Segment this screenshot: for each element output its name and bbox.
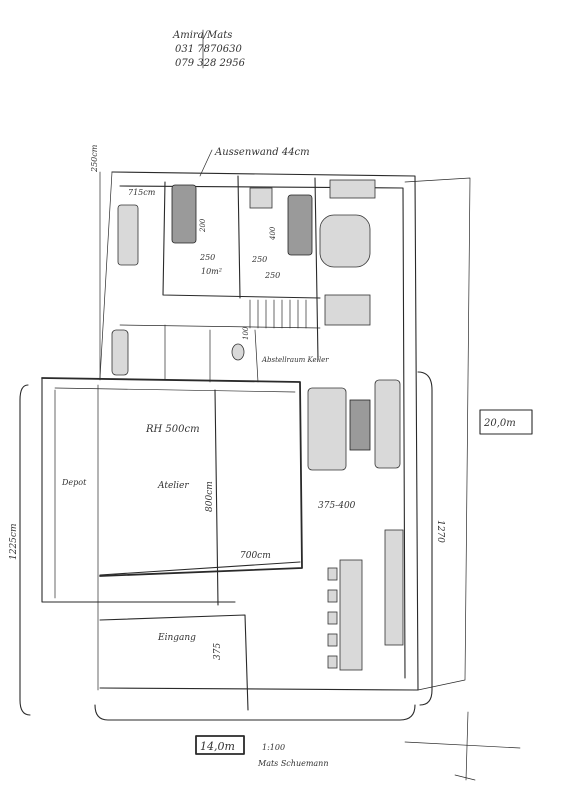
- toilet: [231, 343, 245, 361]
- wall-room-divider: [237, 175, 241, 299]
- desk-room2: [249, 187, 273, 209]
- bathtub: [111, 329, 129, 376]
- dim-700: 700cm: [240, 551, 271, 561]
- atelier-label: Atelier: [157, 481, 189, 491]
- header-line-2: 031 7870630: [175, 44, 242, 55]
- scale-label: 1:100: [262, 743, 285, 752]
- dim-14m-box: [195, 735, 245, 755]
- dim-top-left: 250cm: [90, 144, 99, 173]
- dim-800: 800cm: [205, 481, 215, 512]
- dining-table: [339, 559, 363, 671]
- room1-area: 10m²: [201, 267, 222, 276]
- coffee-table: [349, 399, 371, 451]
- room2-dim-c: 250: [264, 271, 280, 280]
- table-round: [319, 214, 371, 268]
- building-outline-outer: [99, 171, 419, 691]
- wall-right-rooms: [314, 177, 319, 361]
- building-outline-inner: [119, 185, 406, 679]
- dim-20m: 20,0m: [483, 418, 516, 429]
- atelier-outline: [41, 377, 303, 577]
- sofa-left: [307, 387, 347, 471]
- wall-corridor: [119, 324, 321, 329]
- header-line-1: Amira/Mats: [172, 30, 232, 41]
- entrance-outline: [99, 614, 249, 711]
- terrace-outline: [404, 177, 471, 691]
- atelier-left-wall: [41, 377, 236, 603]
- wall-room1: [162, 181, 321, 299]
- storage-label: Abstellraum Keller: [261, 356, 329, 364]
- bed-room2: [287, 194, 313, 256]
- label-outer-wall: Aussenwand 44cm: [214, 147, 310, 158]
- atelier-dim-line-800: [214, 389, 219, 606]
- room2-dim-b: 400: [269, 226, 277, 241]
- bracket-right: [417, 371, 433, 706]
- entrance-label: Eingang: [157, 633, 196, 643]
- dim-20m-box: [479, 409, 533, 435]
- footer-note: Mats Schuemann: [257, 759, 328, 768]
- depot-label: Depot: [61, 478, 87, 487]
- bracket-bottom: [94, 704, 416, 721]
- staircase: [249, 299, 307, 329]
- sofa-right: [374, 379, 401, 469]
- room1-dim-b: 200: [199, 218, 207, 233]
- dim-375-400: 375-400: [318, 501, 356, 511]
- wall-storage: [254, 329, 259, 383]
- stair-dim: 100: [242, 326, 250, 340]
- left-wall-slant: [99, 171, 113, 379]
- stair-furniture: [324, 294, 371, 326]
- outer-wall-leader: [199, 149, 213, 177]
- atelier-dim-line-700: [99, 561, 301, 576]
- dim-room-width: 715cm: [128, 188, 156, 197]
- room2-dim-a: 250: [251, 255, 267, 264]
- header-line-3: 079 328 2956: [175, 58, 246, 69]
- atelier-inner-top: [54, 387, 296, 393]
- room1-dim-a: 250: [199, 253, 215, 262]
- ceiling-height-label: RH 500cm: [145, 424, 200, 435]
- shelf-top: [329, 179, 376, 199]
- dim-375-entrance: 375: [213, 643, 223, 660]
- dim-14m: 14,0m: [200, 740, 235, 753]
- dining-chairs: [327, 567, 338, 669]
- bed-left: [117, 204, 139, 266]
- bracket-left: [19, 384, 31, 716]
- north-arrow-icon: [404, 711, 521, 781]
- dim-1225: 1225cm: [9, 524, 19, 560]
- dim-1270: 1270: [435, 520, 445, 543]
- bed-room1: [171, 184, 197, 244]
- kitchen-counter: [384, 529, 404, 646]
